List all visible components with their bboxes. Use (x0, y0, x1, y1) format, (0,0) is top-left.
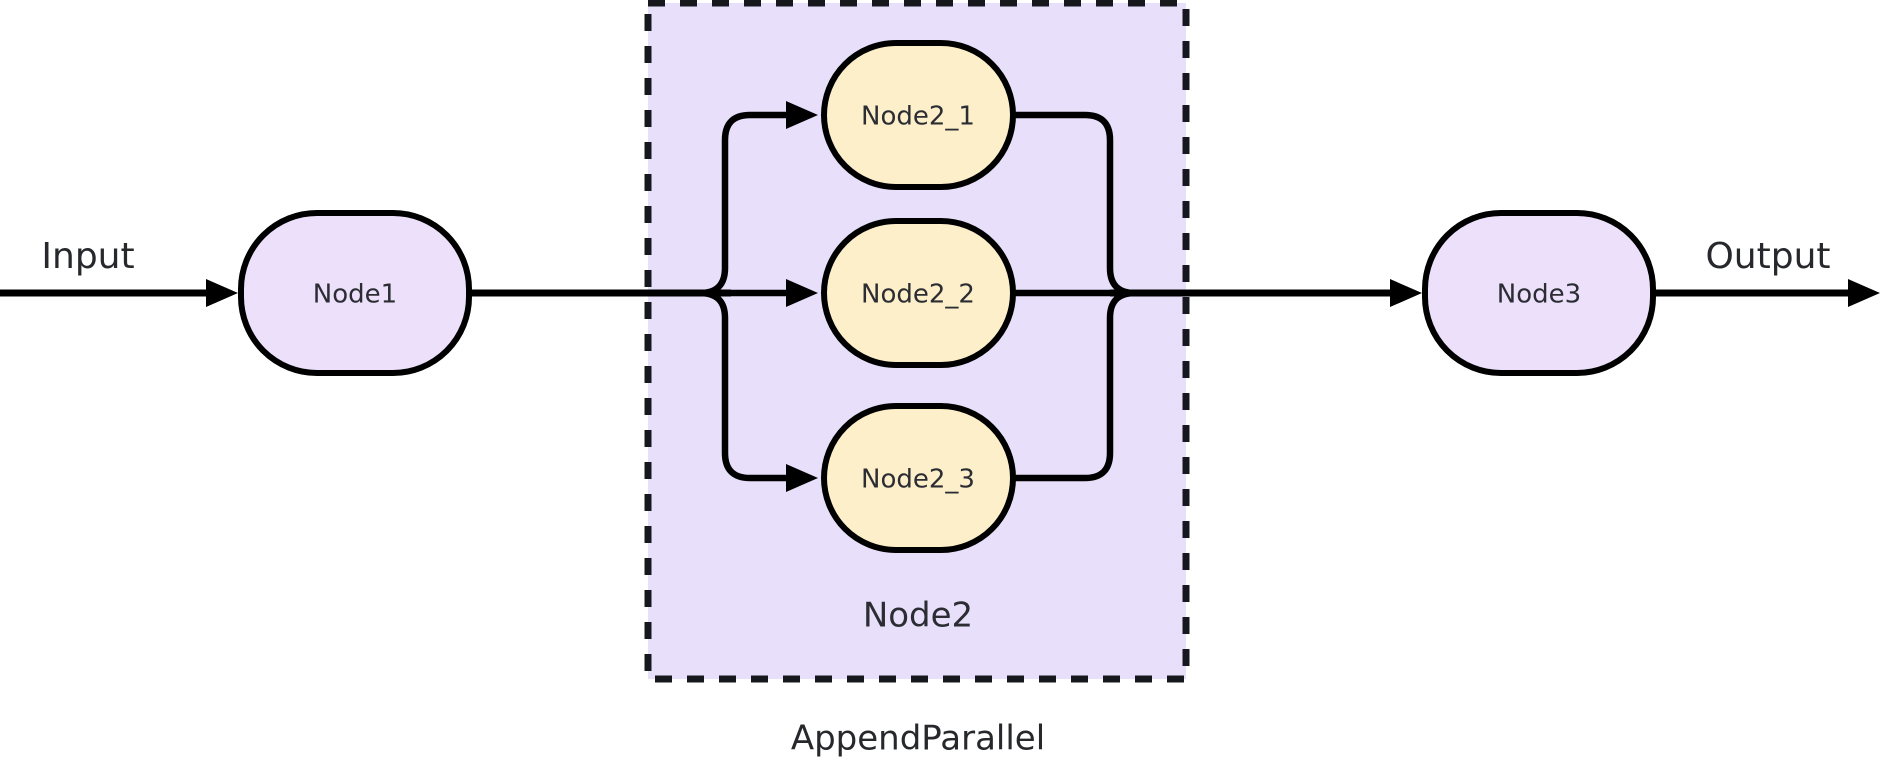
arrow-head-fanout-to-node2-3 (786, 464, 818, 492)
node-node1-label: Node1 (313, 280, 397, 310)
node-node2-3-label: Node2_3 (861, 465, 975, 495)
edge-fanout-to-node2-3 (699, 289, 790, 482)
node-node2-2-label: Node2_2 (861, 280, 975, 310)
diagram-caption: AppendParallel (791, 719, 1045, 759)
edge-label-input: Input (41, 236, 134, 277)
arrow-head-node3-to-output (1848, 279, 1880, 307)
group-label-node2: Node2 (863, 596, 973, 636)
arrow-head-fanout-to-node2-1 (786, 101, 818, 129)
edge-label-output: Output (1705, 236, 1830, 277)
node-node2-1-label: Node2_1 (861, 102, 975, 132)
arrow-head-fanout-to-node2-2 (786, 279, 818, 307)
arrow-head-input-to-node1 (206, 279, 238, 307)
node-node3-label: Node3 (1497, 280, 1581, 310)
arrow-head-node2-to-node3 (1390, 279, 1422, 307)
